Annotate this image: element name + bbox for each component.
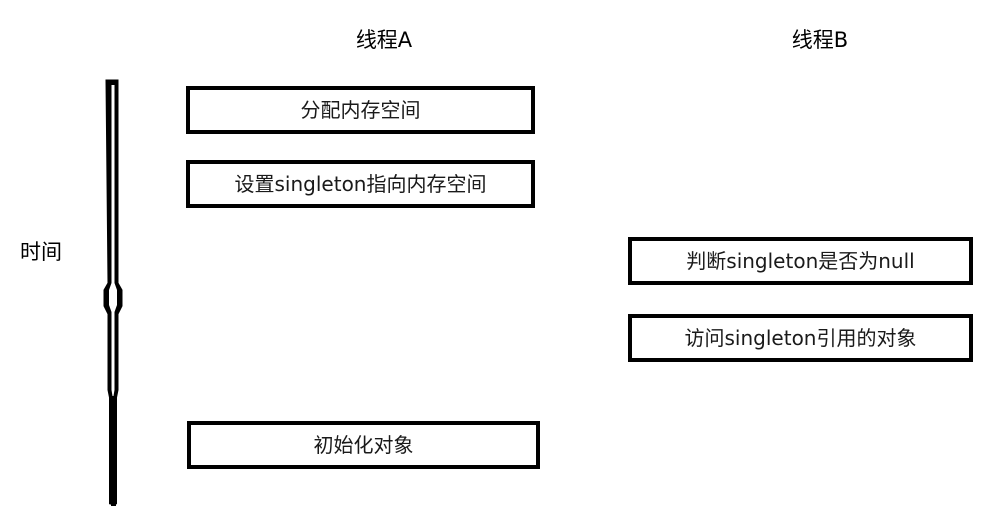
thread-a-step-3[interactable]: 初始化对象 bbox=[187, 421, 540, 469]
thread-a-step-1[interactable]: 分配内存空间 bbox=[186, 86, 535, 134]
thread-b-step-1[interactable]: 判断singleton是否为null bbox=[628, 237, 973, 285]
thread-a-step-2[interactable]: 设置singleton指向内存空间 bbox=[186, 160, 535, 208]
time-axis-shape bbox=[103, 79, 123, 506]
thread-b-step-2-label: 访问singleton引用的对象 bbox=[684, 326, 917, 350]
axis-lower-stem bbox=[109, 396, 117, 504]
axis-tip bbox=[111, 478, 116, 506]
time-axis-label: 时间 bbox=[20, 240, 62, 264]
axis-inner-channel bbox=[109, 85, 117, 396]
thread-b-step-1-label: 判断singleton是否为null bbox=[686, 249, 915, 273]
axis-bulge-interior bbox=[109, 291, 117, 304]
thread-b-step-2[interactable]: 访问singleton引用的对象 bbox=[628, 314, 973, 362]
thread-a-step-1-label: 分配内存空间 bbox=[300, 98, 421, 122]
thread-a-step-2-label: 设置singleton指向内存空间 bbox=[234, 172, 487, 196]
thread-b-title: 线程B bbox=[791, 28, 849, 52]
thread-a-step-3-label: 初始化对象 bbox=[313, 433, 414, 457]
time-axis-arrow bbox=[88, 78, 144, 506]
thread-a-title: 线程A bbox=[355, 28, 413, 52]
